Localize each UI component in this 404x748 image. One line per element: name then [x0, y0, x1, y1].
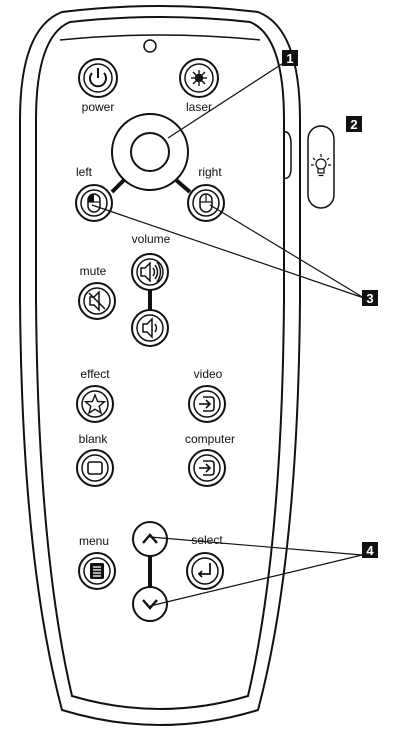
down-button[interactable]: [132, 586, 168, 622]
select-button[interactable]: [186, 552, 224, 590]
blank-label: blank: [79, 432, 109, 446]
blank-button[interactable]: [76, 449, 114, 487]
side-switch: [282, 130, 292, 180]
mouse-right-icon: [199, 193, 213, 213]
effect-button[interactable]: [76, 385, 114, 423]
video-label: video: [194, 367, 223, 381]
callout-leaders: [91, 61, 365, 607]
callout-4: 4: [362, 542, 378, 558]
remote-body: [19, 5, 301, 726]
mute-button[interactable]: [78, 282, 116, 320]
mute-icon: [88, 290, 106, 312]
source-input-icon: [199, 396, 215, 412]
mute-label: mute: [80, 264, 107, 278]
left-click-button[interactable]: [75, 184, 113, 222]
chevron-up-icon: [142, 533, 158, 544]
svg-text:1: 1: [286, 51, 293, 66]
up-button[interactable]: [132, 521, 168, 557]
indicator-led: [143, 39, 157, 53]
power-label: power: [82, 100, 115, 114]
left-label: left: [76, 165, 93, 179]
laser-starburst-icon: [191, 70, 207, 86]
mouse-pad[interactable]: [111, 113, 189, 191]
callout-1: 1: [282, 50, 298, 66]
svg-text:4: 4: [366, 543, 374, 558]
menu-label: menu: [79, 534, 109, 548]
volume-down-button[interactable]: [131, 309, 169, 347]
blank-screen-icon: [87, 461, 103, 475]
left-connector: [110, 178, 126, 194]
volume-down-icon: [142, 317, 158, 339]
select-label: select: [191, 533, 223, 547]
enter-arrow-icon: [197, 563, 211, 578]
menu-button[interactable]: [78, 552, 116, 590]
volume-up-button[interactable]: [131, 253, 169, 291]
effect-label: effect: [80, 367, 110, 381]
volume-up-icon: [140, 261, 162, 283]
laser-label: laser: [186, 100, 212, 114]
callout-3: 3: [362, 290, 378, 306]
power-button[interactable]: [78, 58, 118, 98]
source-input-icon: [199, 460, 215, 476]
volume-label: volume: [132, 232, 171, 246]
svg-text:3: 3: [366, 291, 373, 306]
computer-button[interactable]: [188, 449, 226, 487]
right-connector: [174, 178, 192, 194]
star-icon: [83, 393, 107, 415]
right-click-button[interactable]: [187, 184, 225, 222]
laser-light-button[interactable]: [307, 125, 335, 209]
light-bulb-icon: [311, 154, 331, 177]
mouse-left-icon: [87, 193, 101, 213]
power-icon: [89, 68, 107, 88]
laser-button[interactable]: [179, 58, 219, 98]
callout-2: 2: [346, 116, 362, 132]
video-button[interactable]: [188, 385, 226, 423]
svg-text:2: 2: [350, 117, 357, 132]
menu-list-icon: [90, 563, 104, 579]
computer-label: computer: [185, 432, 235, 446]
right-label: right: [198, 165, 222, 179]
chevron-down-icon: [142, 599, 158, 610]
